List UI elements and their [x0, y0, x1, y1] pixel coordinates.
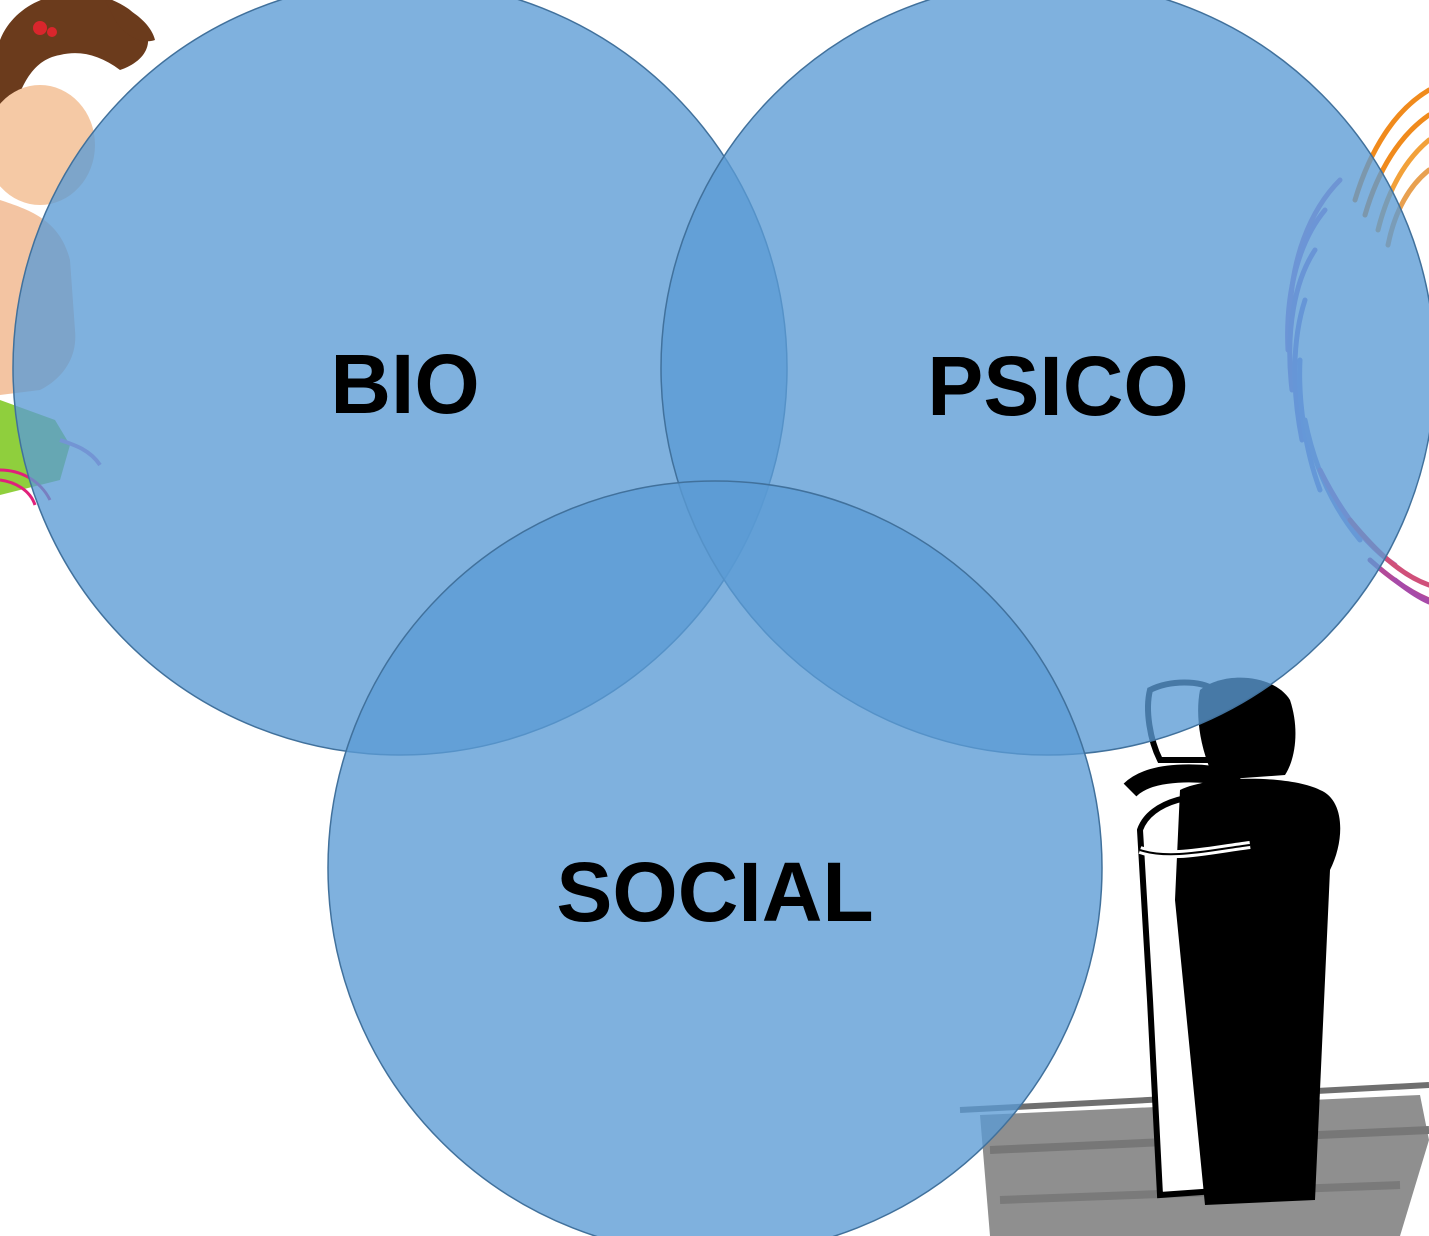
hug-illustration: [959, 677, 1429, 1236]
venn-circles: [12, 0, 1429, 1236]
psico-label: PSICO: [927, 339, 1188, 433]
social-circle: [327, 480, 1103, 1236]
social-label: SOCIAL: [556, 845, 873, 939]
bio-label: BIO: [330, 337, 479, 431]
